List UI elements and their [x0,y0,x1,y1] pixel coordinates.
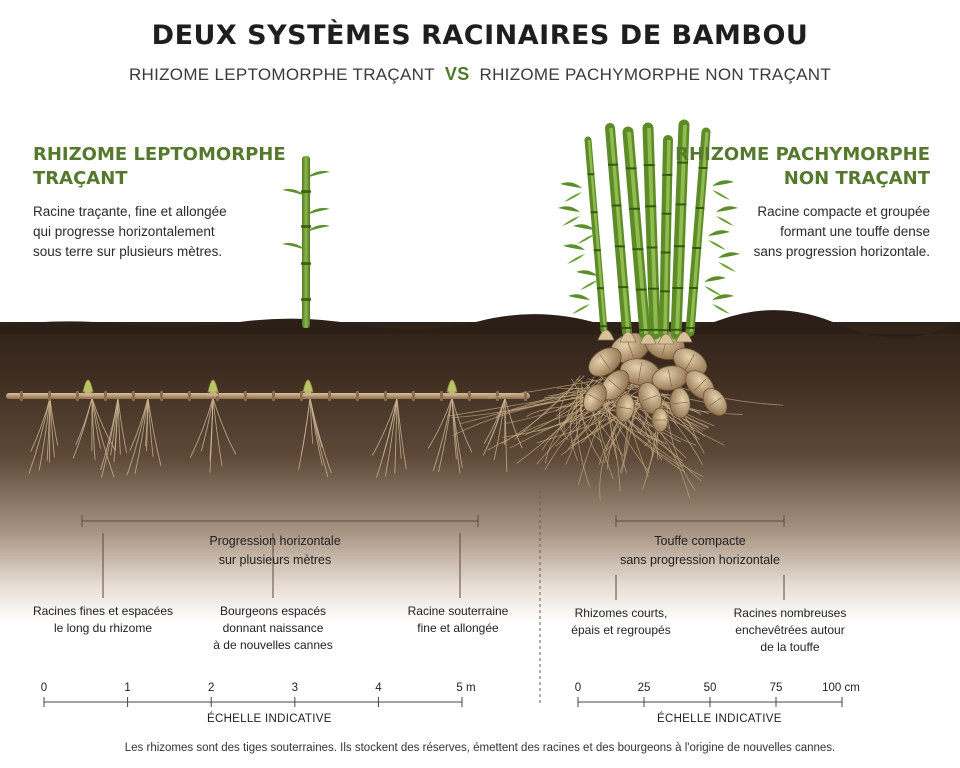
right-bracket-label-line-1: Touffe compacte [654,534,746,548]
left-callout-1-line-2: le long du rhizome [53,621,153,635]
right-panel-description: Racine compacte et groupée formant une t… [754,202,930,262]
right-callout-1-line-2: épais et regroupés [571,623,671,637]
left-callout-roots: Racines fines et espacées le long du rhi… [28,603,178,637]
page-title: DEUX SYSTÈMES RACINAIRES DE BAMBOU [151,20,809,51]
left-scale-tick: 3 [291,682,298,694]
right-callout-2-line-1: Racines nombreuses [733,606,847,620]
left-callout-2-line-2: donnant naissance [222,621,324,635]
right-scale-bar [577,697,843,707]
right-callout-2-line-3: de la touffe [760,640,820,654]
right-scale-tick: 75 [769,682,783,694]
left-callout-underground-root: Racine souterraine fine et allongée [388,603,528,637]
left-scale-tick: 0 [40,682,48,694]
right-title-line-2: NON TRAÇANT [783,168,930,189]
left-desc-line-2: qui progresse horizontalement [33,224,215,239]
left-scale-tick: 1 [124,682,131,694]
left-bracket-label: Progression horizontale sur plusieurs mè… [170,532,380,570]
left-panel-description: Racine traçante, fine et allongée qui pr… [33,202,227,262]
right-scale-tick: 100 cm [822,682,860,694]
pachymorph-root-mass [446,330,784,501]
left-callout-3-line-1: Racine souterraine [407,604,509,618]
right-scale-tick: 0 [574,682,582,694]
subtitle-vs: VS [444,64,470,84]
right-desc-line-2: formant une touffe dense [780,224,930,239]
right-bracket-label: Touffe compacte sans progression horizon… [595,532,805,570]
leptomorph-rhizome-stem [6,393,530,399]
left-title-line-1: RHIZOME LEPTOMORPHE [33,144,286,165]
right-bracket-label-line-2: sans progression horizontale [620,553,780,567]
right-scale-tick: 25 [637,682,651,694]
leptomorph-rhizome-nodes [20,391,527,401]
subtitle-left: RHIZOME LEPTOMORPHE TRAÇANT [128,65,435,84]
right-bracket [615,515,785,600]
pachymorph-thick-rhizomes [583,330,728,433]
left-desc-line-3: sous terre sur plusieurs mètres. [33,244,223,259]
single-bamboo-cane-icon [282,156,330,328]
right-title-line-1: RHIZOME PACHYMORPHE [675,144,930,165]
subtitle-right: RHIZOME PACHYMORPHE NON TRAÇANT [479,65,832,84]
left-callout-1-line-1: Racines fines et espacées [32,604,174,618]
right-scale-tick: 50 [703,682,717,694]
left-title-line-2: TRAÇANT [33,168,128,189]
left-scale-label: ÉCHELLE INDICATIVE [207,713,332,725]
leptomorph-fine-roots [28,397,523,478]
page-subtitle: RHIZOME LEPTOMORPHE TRAÇANT VS RHIZOME PAC… [0,64,960,85]
left-bracket-label-line-2: sur plusieurs mètres [218,553,332,567]
soil-surface [0,310,960,338]
bamboo-clump-icon [558,119,740,345]
right-callout-tangled-roots: Racines nombreuses enchevêtrées autour d… [715,605,865,656]
left-desc-line-1: Racine traçante, fine et allongée [33,204,227,219]
right-desc-line-1: Racine compacte et groupée [757,204,930,219]
right-desc-line-3: sans progression horizontale. [753,244,930,259]
left-bracket-label-line-1: Progression horizontale [209,534,341,548]
left-scale-tick: 2 [207,682,215,694]
footnote: Les rhizomes sont des tiges souterraines… [124,742,836,754]
left-callout-2-line-3: à de nouvelles cannes [213,638,333,652]
left-panel-title: RHIZOME LEPTOMORPHE TRAÇANT [33,143,286,191]
left-scale-tick: 4 [375,682,382,694]
right-scale-label: ÉCHELLE INDICATIVE [657,713,782,725]
left-scale-bar [43,697,463,707]
right-callout-short-rhizomes: Rhizomes courts, épais et regroupés [556,605,686,639]
soil-band [0,322,960,622]
left-callout-2-line-1: Bourgeons espacés [219,604,327,618]
right-callout-1-line-1: Rhizomes courts, [574,606,668,620]
left-callout-buds: Bourgeons espacés donnant naissance à de… [198,603,348,654]
left-bracket [81,515,479,598]
leptomorph-rhizome [6,379,530,478]
right-callout-2-line-2: enchevêtrées autour [735,623,845,637]
left-scale-tick: 5 m [456,682,476,694]
left-callout-3-line-2: fine et allongée [417,621,499,635]
right-panel-title: RHIZOME PACHYMORPHE NON TRAÇANT [675,143,930,191]
leptomorph-buds [82,379,458,396]
